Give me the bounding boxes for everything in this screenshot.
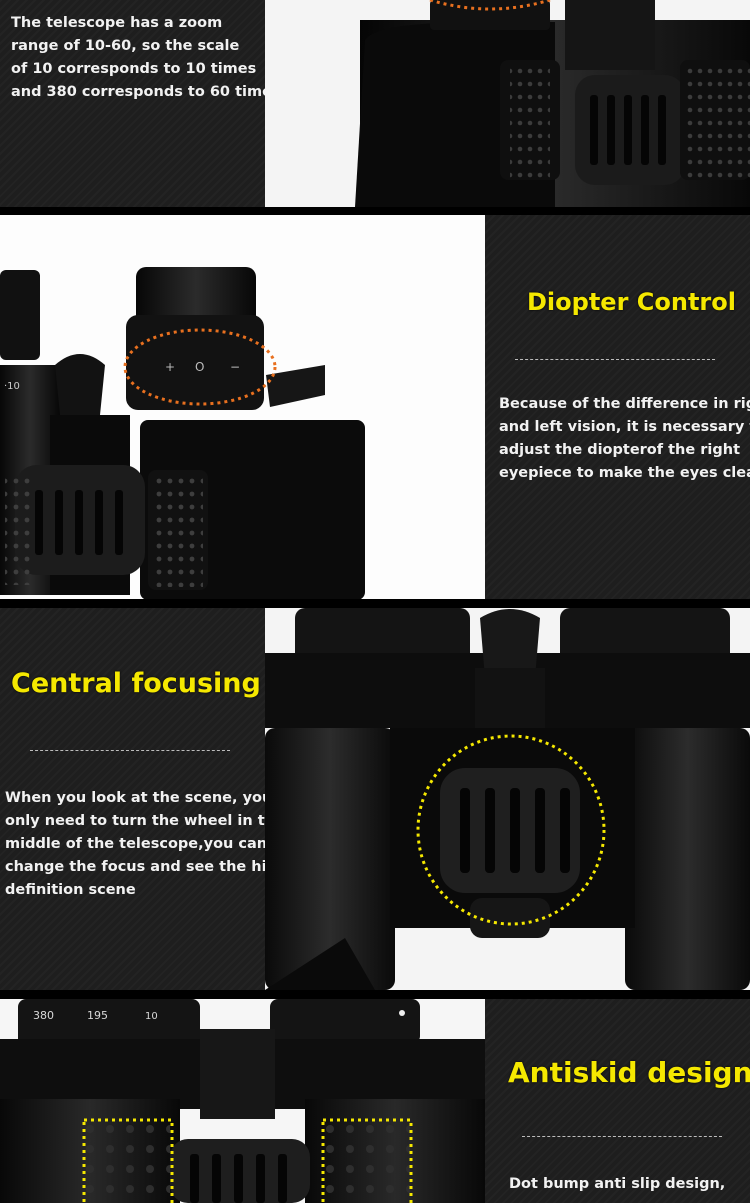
antiskid-title: Antiskid design [508, 1056, 750, 1089]
scale-380-label: 380 [33, 1009, 54, 1022]
text-line: The telescope has a zoom [11, 15, 223, 31]
text-line: definition scene [5, 882, 136, 898]
dial-zero-mark: O [195, 360, 204, 374]
text-line: middle of the telescope,you can [5, 836, 268, 852]
focus-wheel-photo [265, 608, 750, 990]
text-line: When you look at the scene, you [5, 790, 273, 806]
section-divider [0, 599, 750, 608]
text-line: and 380 corresponds to 60 times, [11, 84, 287, 100]
zoom-description: The telescope has a zoom range of 10-60,… [11, 12, 286, 104]
dial-plus-mark: + [165, 360, 175, 374]
text-line: eyepiece to make the eyes clear [499, 465, 750, 481]
binocular-illustration [355, 0, 750, 207]
text-line: only need to turn the wheel in the [5, 813, 285, 829]
antiskid-text-panel: Antiskid design Dot bump anti slip desig… [485, 999, 750, 1203]
focusing-title: Central focusing [11, 668, 261, 699]
text-line: Because of the difference in right [499, 396, 750, 412]
focusing-text-panel: Central focusing When you look at the sc… [0, 608, 293, 990]
antiskid-photo: 380 195 10 [0, 999, 485, 1203]
text-line: Dot bump anti slip design, [509, 1176, 726, 1192]
binocular-antiskid-illustration: 380 195 10 [0, 999, 485, 1203]
section-divider [0, 990, 750, 999]
diopter-control-section: + O − ·10 Diopter Control [0, 215, 750, 599]
text-line: adjust the diopterof the right [499, 442, 741, 458]
text-line: and left vision, it is necessary to [499, 419, 750, 435]
section-divider [0, 207, 750, 215]
diopter-title: Diopter Control [527, 288, 736, 316]
central-focusing-section: Central focusing When you look at the sc… [0, 608, 750, 990]
scale-195-label: 195 [87, 1009, 108, 1022]
dial-minus-mark: − [230, 360, 240, 374]
text-line: range of 10-60, so the scale [11, 38, 240, 54]
heading-dashed-divider [30, 750, 230, 751]
text-line: of 10 corresponds to 10 times [11, 61, 257, 77]
antiskid-section: 380 195 10 [0, 999, 750, 1203]
diopter-description: Because of the difference in right and l… [499, 393, 750, 485]
focusing-description: When you look at the scene, you only nee… [5, 787, 293, 902]
binocular-diopter-illustration: + O − ·10 [0, 267, 365, 599]
zoom-text-panel: The telescope has a zoom range of 10-60,… [0, 0, 286, 207]
heading-dashed-divider [515, 359, 715, 360]
diopter-text-panel: Diopter Control Because of the differenc… [485, 215, 750, 599]
diopter-photo: + O − ·10 [0, 215, 485, 599]
zoom-range-section: The telescope has a zoom range of 10-60,… [0, 0, 750, 207]
binocular-zoom-photo [265, 0, 750, 207]
zoom-scale-label: ·10 [4, 381, 20, 392]
scale-10-label: 10 [145, 1011, 158, 1022]
binocular-focus-illustration [265, 608, 750, 990]
heading-dashed-divider [522, 1136, 722, 1137]
antiskid-description: Dot bump anti slip design, [509, 1173, 725, 1196]
text-line: change the focus and see the high- [5, 859, 294, 875]
